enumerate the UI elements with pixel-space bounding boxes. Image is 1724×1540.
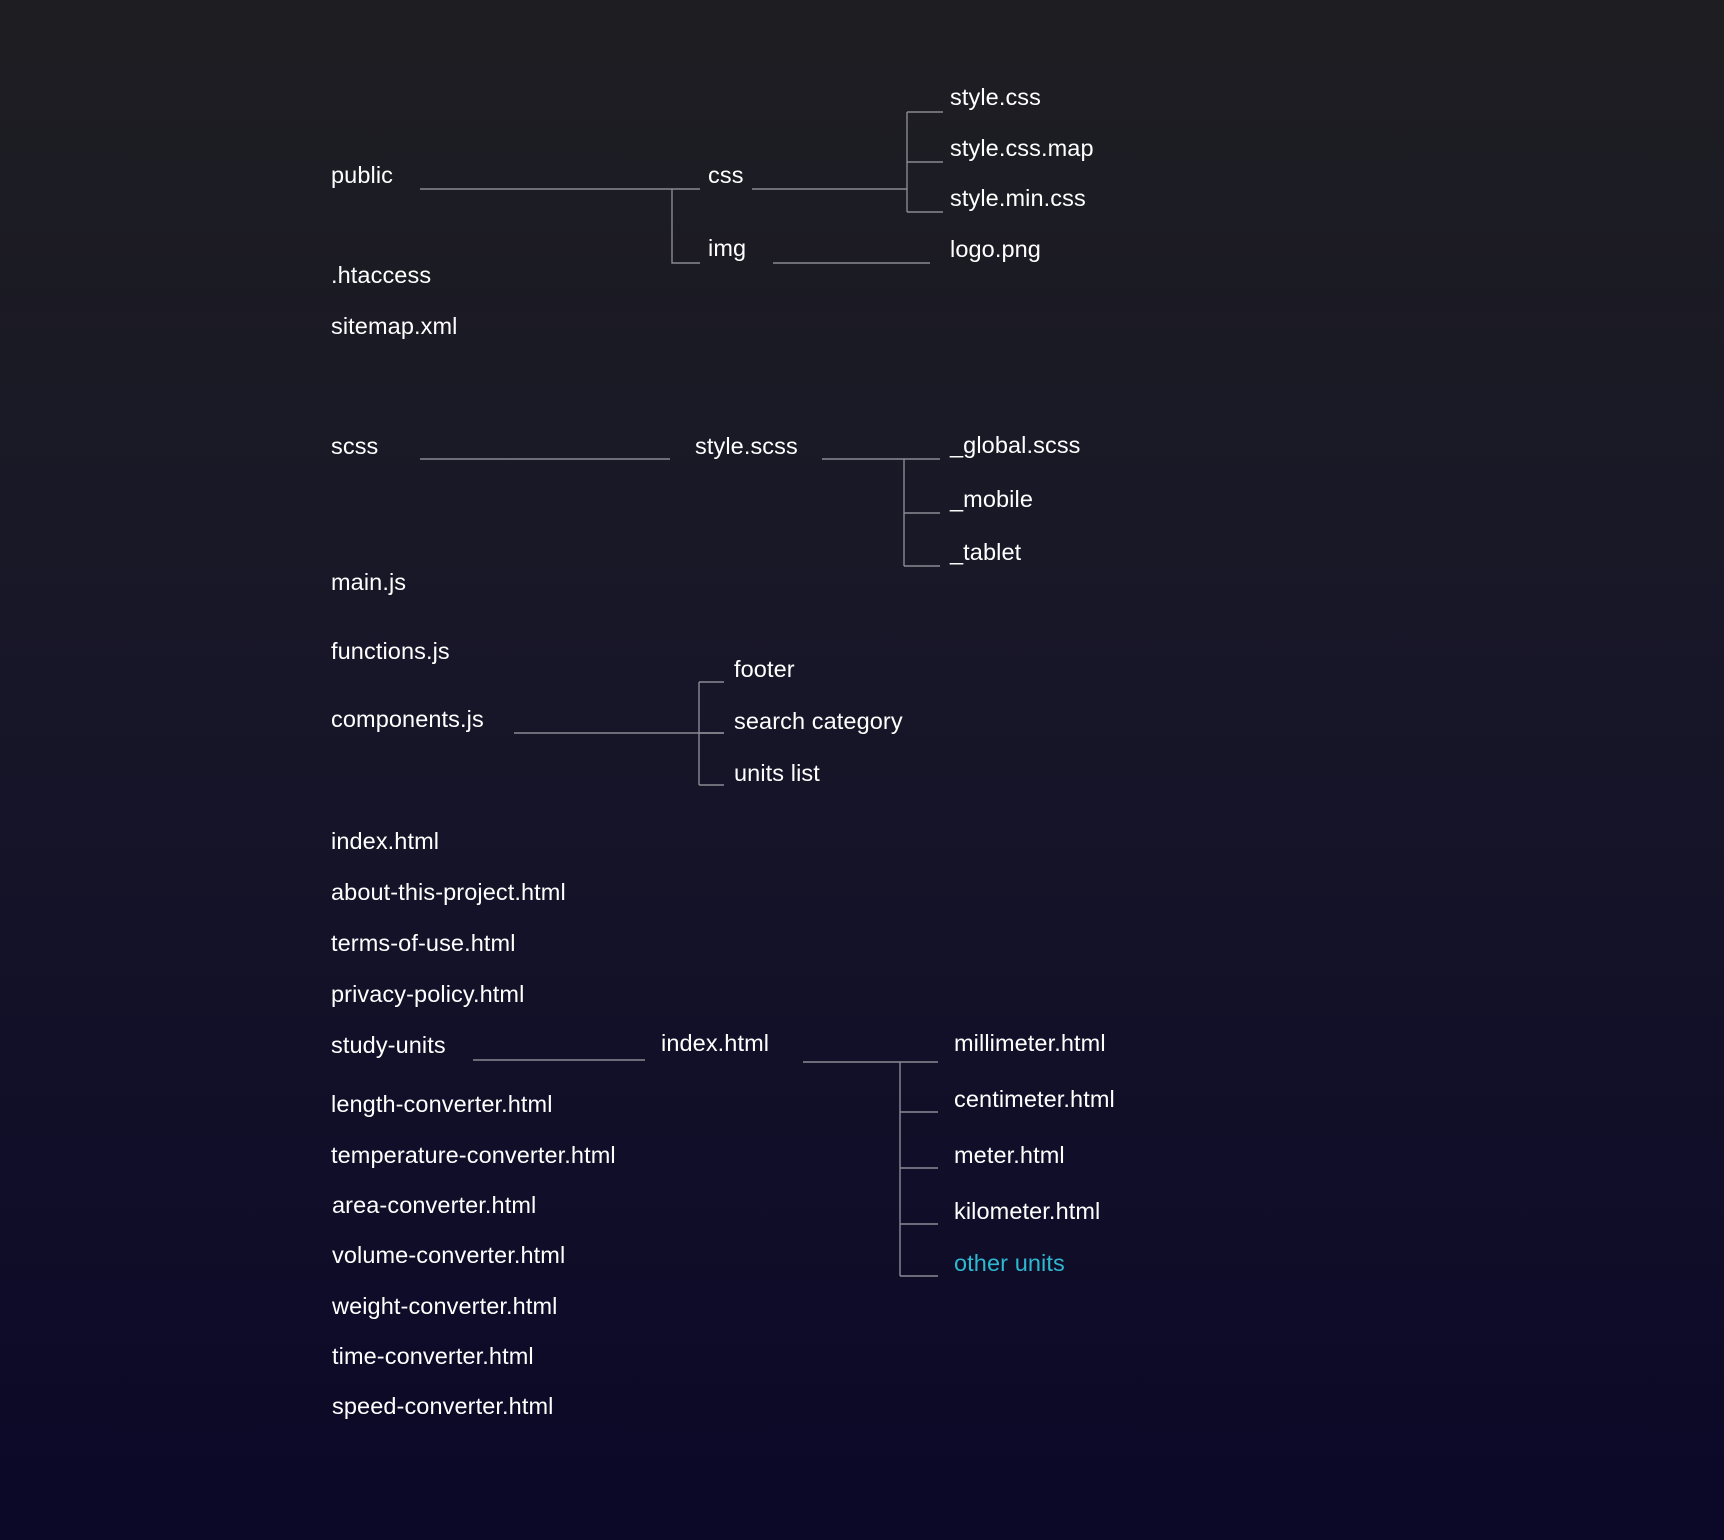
link-other-units[interactable]: other units	[954, 1250, 1065, 1276]
component-search-category[interactable]: search category	[734, 708, 903, 734]
file-area-converter[interactable]: area-converter.html	[332, 1192, 537, 1218]
file-length-converter[interactable]: length-converter.html	[331, 1091, 553, 1117]
file-about-project[interactable]: about-this-project.html	[331, 879, 566, 905]
folder-study-units[interactable]: study-units	[331, 1032, 446, 1058]
file-study-index[interactable]: index.html	[661, 1030, 770, 1056]
partial-mobile[interactable]: _mobile	[950, 486, 1033, 512]
partial-tablet[interactable]: _tablet	[950, 539, 1022, 565]
partial-global-scss[interactable]: _global.scss	[950, 432, 1081, 458]
file-main-js[interactable]: main.js	[331, 569, 407, 595]
file-components-js[interactable]: components.js	[331, 706, 484, 732]
file-meter[interactable]: meter.html	[954, 1142, 1065, 1168]
file-centimeter[interactable]: centimeter.html	[954, 1086, 1115, 1112]
file-functions-js[interactable]: functions.js	[331, 638, 450, 664]
component-units-list[interactable]: units list	[734, 760, 820, 786]
file-style-css-map[interactable]: style.css.map	[950, 135, 1094, 161]
file-sitemap[interactable]: sitemap.xml	[331, 313, 458, 339]
file-index-html[interactable]: index.html	[331, 828, 440, 854]
file-style-scss[interactable]: style.scss	[695, 433, 798, 459]
file-weight-converter[interactable]: weight-converter.html	[332, 1293, 558, 1319]
file-terms-of-use[interactable]: terms-of-use.html	[331, 930, 516, 956]
folder-css[interactable]: css	[708, 162, 744, 188]
file-temperature-converter[interactable]: temperature-converter.html	[331, 1142, 616, 1168]
folder-img[interactable]: img	[708, 235, 747, 261]
file-htaccess[interactable]: .htaccess	[331, 262, 432, 288]
file-millimeter[interactable]: millimeter.html	[954, 1030, 1106, 1056]
file-kilometer[interactable]: kilometer.html	[954, 1198, 1101, 1224]
file-volume-converter[interactable]: volume-converter.html	[332, 1242, 566, 1268]
file-logo-png[interactable]: logo.png	[950, 236, 1041, 262]
file-time-converter[interactable]: time-converter.html	[332, 1343, 534, 1369]
folder-public[interactable]: public	[331, 162, 394, 188]
file-style-css[interactable]: style.css	[950, 84, 1041, 110]
connector-public-img	[671, 189, 700, 264]
file-style-min-css[interactable]: style.min.css	[950, 185, 1086, 211]
file-privacy-policy[interactable]: privacy-policy.html	[331, 981, 525, 1007]
file-speed-converter[interactable]: speed-converter.html	[332, 1393, 554, 1419]
folder-scss[interactable]: scss	[331, 433, 379, 459]
component-footer[interactable]: footer	[734, 656, 795, 682]
